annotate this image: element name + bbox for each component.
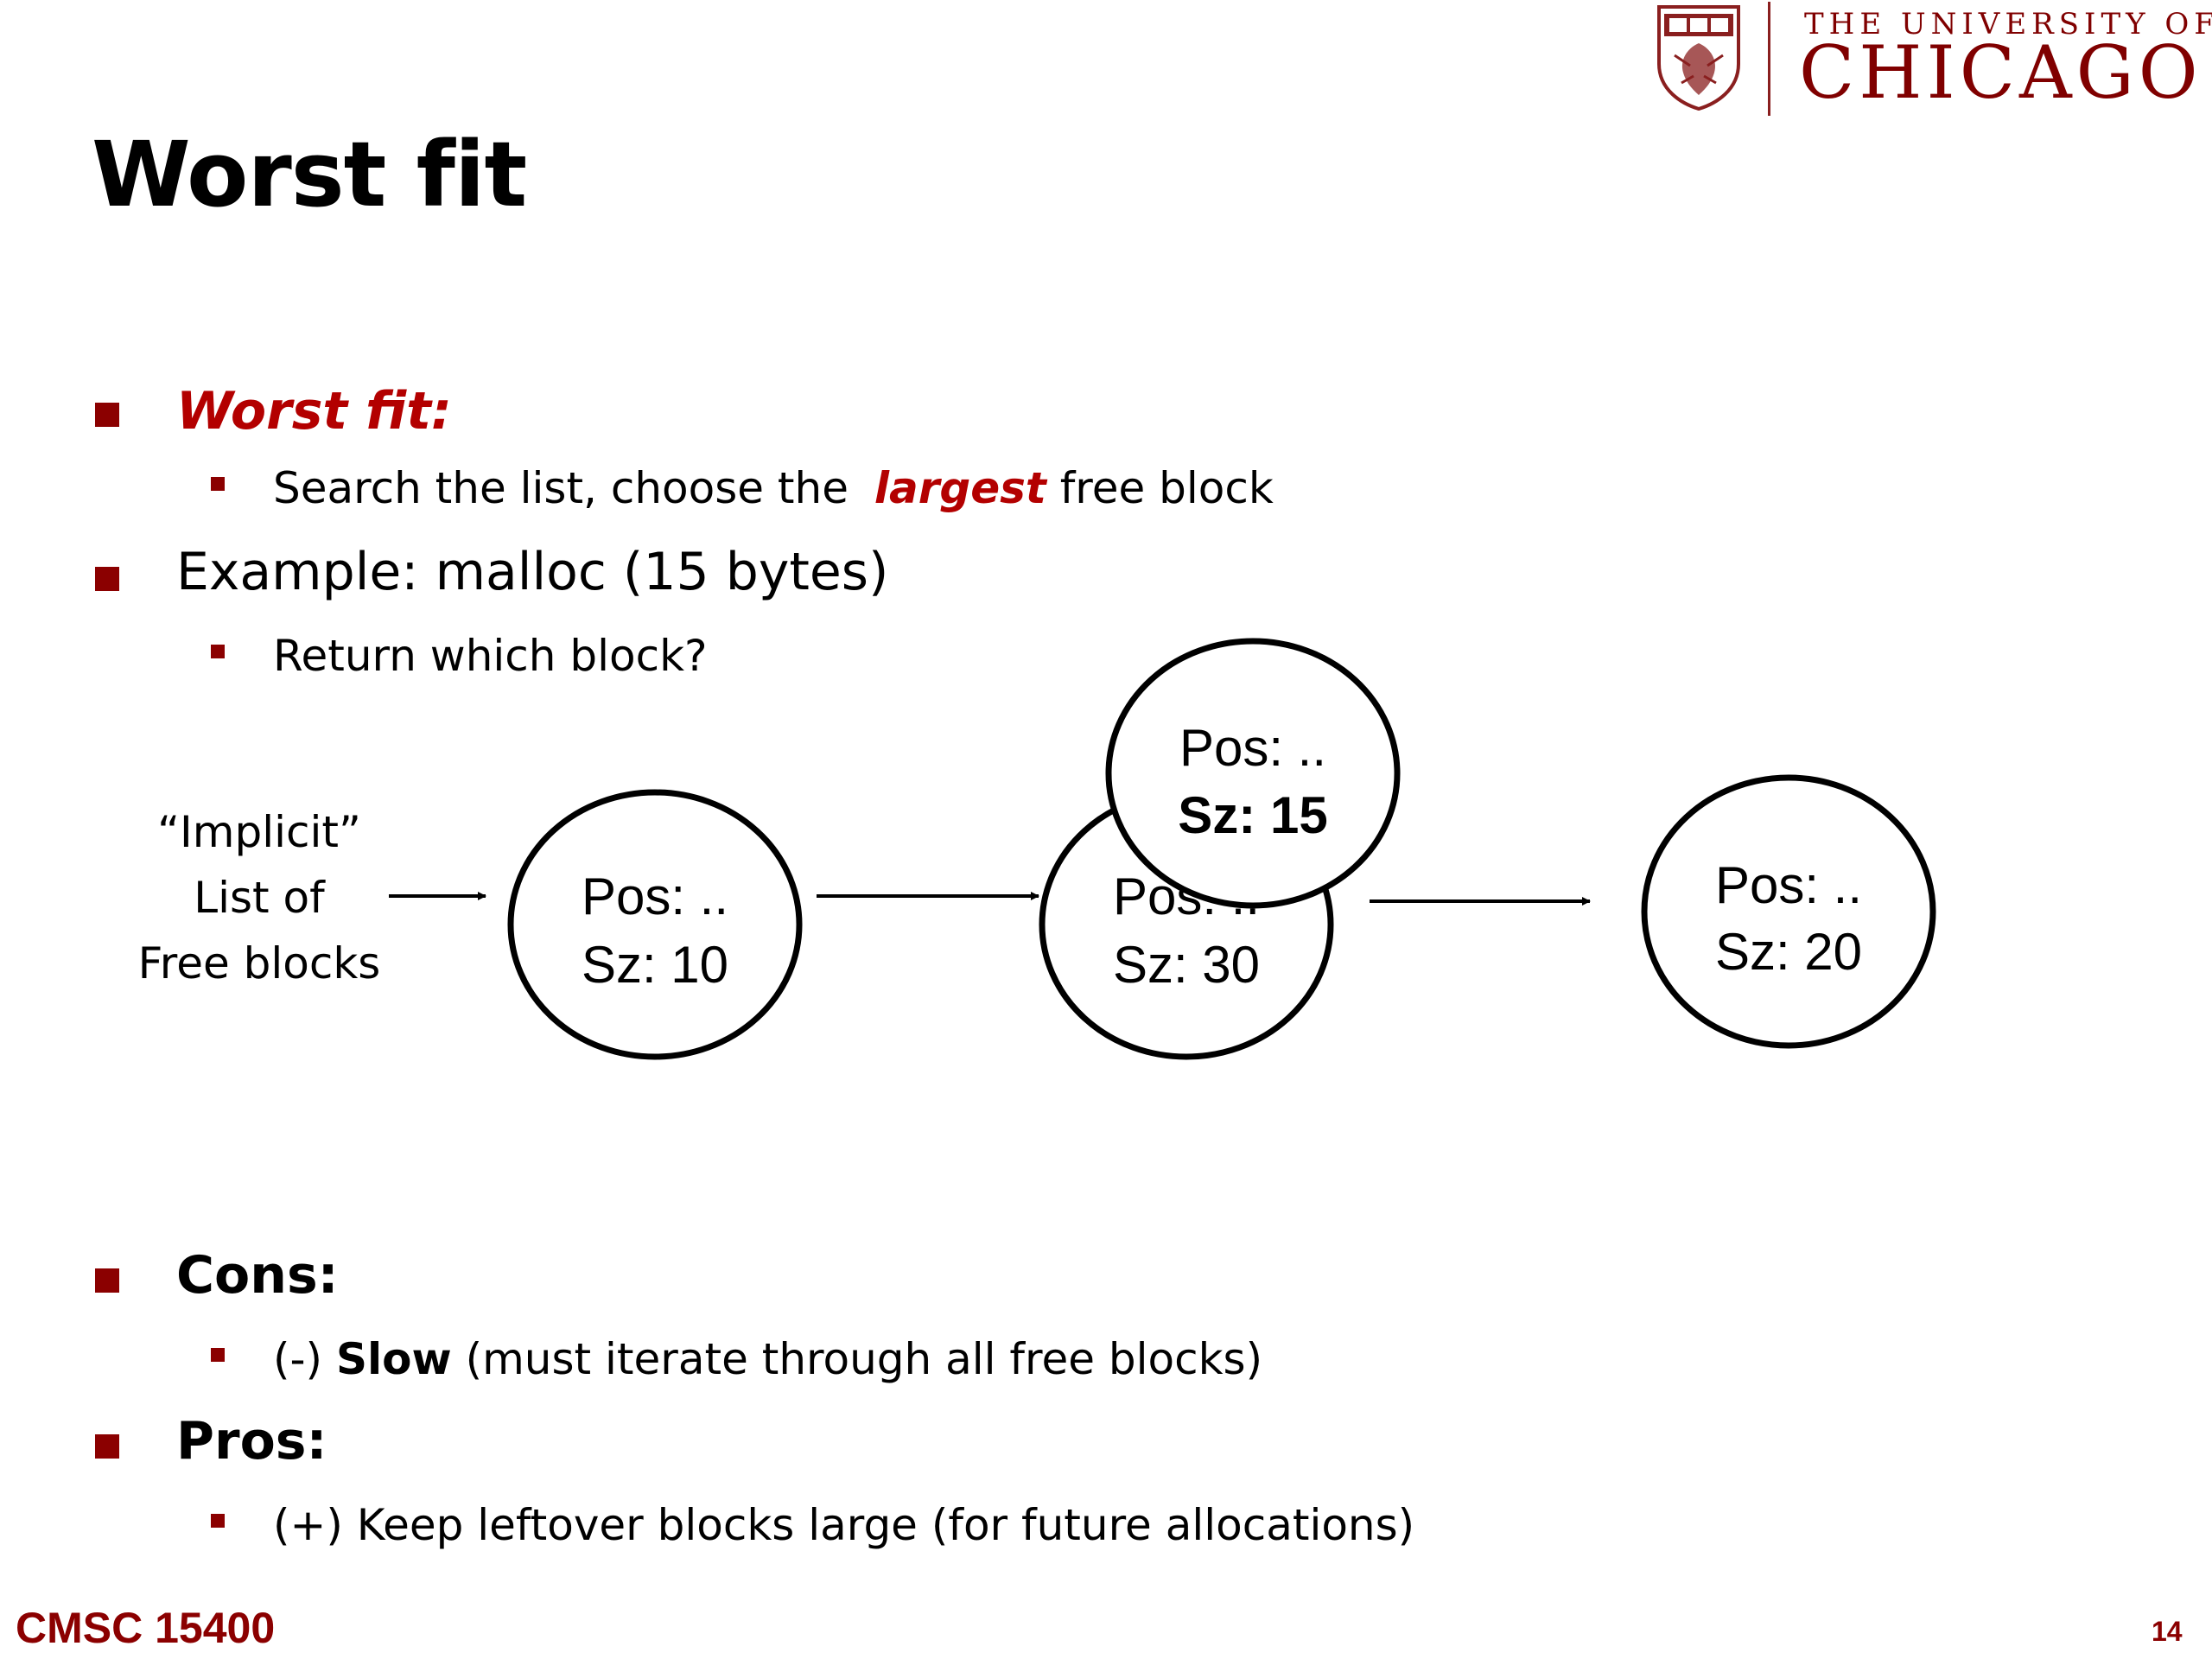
sub-bullet-marker: [211, 1348, 225, 1362]
course-code: CMSC 15400: [16, 1604, 276, 1652]
implicit-label-line1: “Implicit”: [157, 807, 361, 857]
sub-bullet-marker: [211, 1514, 225, 1528]
logo-text-chicago: CHICAGO: [1799, 30, 2202, 115]
pros-description: (+) Keep leftover blocks large (for futu…: [273, 1500, 1415, 1550]
return-question: Return which block?: [273, 631, 708, 681]
implicit-label-line3: Free blocks: [137, 938, 381, 988]
request-pos: Pos: ..: [1179, 719, 1326, 777]
logo-text-university: THE UNIVERSITY OF: [1804, 7, 2212, 41]
page-number: 14: [2152, 1616, 2183, 1647]
bullet-marker: [95, 1268, 119, 1293]
search-text-post: free block: [1059, 463, 1274, 513]
cons-description: (-) Slow (must iterate through all free …: [273, 1338, 1262, 1381]
bullet-marker: [95, 567, 119, 591]
pros-label: Pros:: [176, 1411, 327, 1471]
block-1-size: Sz: 10: [582, 936, 728, 994]
sub-bullet-marker: [211, 645, 225, 658]
block-3-size: Sz: 20: [1715, 923, 1862, 981]
cons-text-bold: Slow: [335, 1334, 452, 1384]
free-block-1: Pos: .. Sz: 10: [507, 789, 803, 1060]
example-text: Example: malloc (15 bytes): [176, 542, 889, 602]
implicit-list-label: “Implicit” List of Free blocks: [112, 799, 406, 996]
logo-divider: [1768, 2, 1770, 116]
free-block-3: Pos: .. Sz: 20: [1641, 774, 1936, 1049]
bullet-marker: [95, 1434, 119, 1459]
request-block: Pos: .. Sz: 15: [1105, 638, 1401, 909]
implicit-label-line2: List of: [194, 873, 325, 923]
search-description: Search the list, choose the largest free…: [273, 467, 1274, 510]
bullet-marker: [95, 403, 119, 427]
sub-bullet-marker: [211, 477, 225, 491]
block-3-pos: Pos: ..: [1715, 856, 1862, 914]
university-crest-icon: [1657, 5, 1740, 111]
request-size: Sz: 15: [1178, 786, 1327, 844]
slide-title: Worst fit: [92, 122, 527, 227]
block-2-size: Sz: 30: [1113, 936, 1260, 994]
cons-text-pre: (-): [273, 1334, 323, 1384]
cons-text-post: (must iterate through all free blocks): [465, 1334, 1263, 1384]
block-1-pos: Pos: ..: [582, 868, 728, 925]
search-text-emphasis: largest: [874, 463, 1046, 513]
worst-fit-label: Worst fit:: [176, 381, 452, 442]
cons-label: Cons:: [176, 1245, 339, 1306]
search-text-pre: Search the list, choose the: [273, 463, 849, 513]
